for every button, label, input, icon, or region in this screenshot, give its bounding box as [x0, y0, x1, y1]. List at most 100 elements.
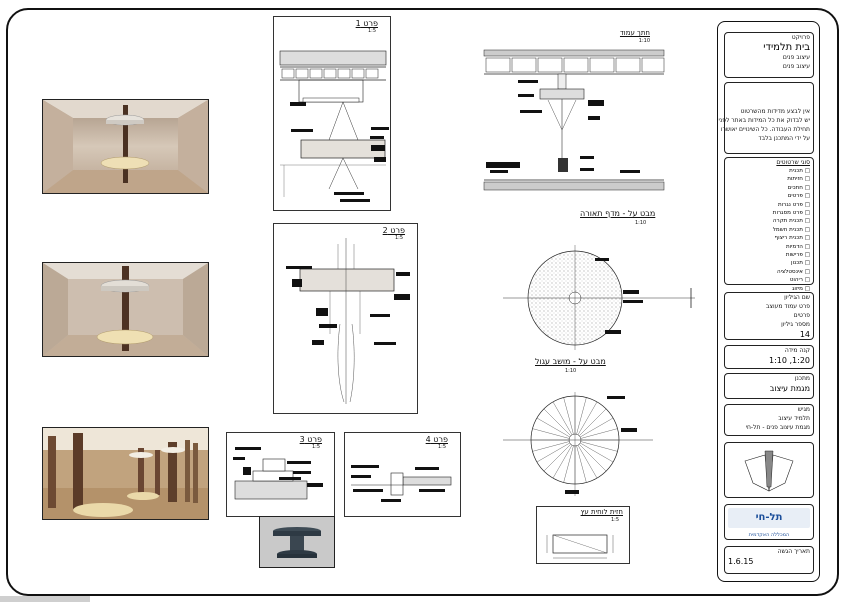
project-label: פרויקט — [791, 34, 810, 41]
scale-label: קנה מידה — [784, 347, 810, 354]
note-line: אין לבצע מדידות מהשרטוט — [740, 108, 811, 115]
designer-name: מגמת עיצוב — [769, 384, 810, 393]
date-label: תאריך הגשה — [777, 548, 810, 555]
drawing-list-item: □ פרישות — [785, 252, 810, 259]
logo-graphic-box — [724, 442, 814, 498]
designer-label: מתכנן — [794, 375, 810, 382]
detail-2-title: פרט 2 — [382, 226, 405, 235]
seat-plank-line — [532, 428, 576, 441]
wood-block-frame: חזית לוחית עץ 1:5 — [536, 506, 630, 564]
date-value: 1.6.15 — [728, 557, 754, 566]
sheet-label: שם הגיליון — [784, 294, 810, 301]
note-line: יש לבדוק את כל המידות באתר לפני — [718, 117, 810, 124]
detail-3-frame: פרט 3 1:5 — [226, 432, 335, 517]
project-box: פרויקט בית תלמידי עיצוב פנים עיצוב פנים — [724, 32, 814, 78]
render-view-1 — [42, 99, 209, 194]
drawing-list-item: □ אינסטלציה — [777, 268, 810, 275]
sheet-num-label: מספר גיליון — [781, 321, 810, 328]
sheet-box: שם הגיליון פרט עמוד מעוצב פרטים מספר גיל… — [724, 292, 814, 340]
scale-value: 1:10 ,1:20 — [768, 356, 810, 365]
seat-plank-line — [574, 401, 598, 441]
drawing-list-item: □ פרט נגרות — [777, 201, 810, 208]
connector-render — [259, 516, 335, 568]
plan-1-title: מבט על - מדף תאורה — [580, 209, 656, 218]
drawing-list-item: □ הדמיות — [785, 243, 810, 250]
drawing-list-box: סוגי שרטוטים □ תכנית□ חזיתות□ חתכים□ פרט… — [724, 157, 814, 309]
drawing-sheet-border — [6, 8, 839, 596]
section-title: חתך עמוד — [619, 29, 650, 37]
note-line: תחילת העבודה. כל השינויים יאושרו — [720, 126, 810, 133]
detail-1-frame: פרט 1 1:5 — [273, 16, 391, 211]
student-label: מגיש — [797, 406, 810, 413]
sheet-sub: פרטים — [793, 312, 810, 319]
seat-plank-line — [563, 439, 576, 483]
sheet-number: 14 — [799, 330, 810, 339]
designer-box: מתכנן מגמת עיצוב — [724, 373, 814, 399]
column-section: חתך עמוד 1:10 — [480, 30, 680, 210]
seat-plank-line — [574, 428, 618, 441]
seat-plank-line — [536, 417, 576, 441]
detail-3-title: פרט 3 — [299, 435, 322, 444]
seat-plank-line — [574, 439, 607, 472]
detail-1-scale: 1:5 — [367, 28, 376, 34]
drawing-list-item: □ ריהוט — [789, 277, 810, 284]
sheet-name: פרט עמוד מעוצב — [765, 303, 810, 310]
drawing-list-item: □ חזיתות — [787, 176, 810, 183]
seat-plank-line — [574, 417, 614, 441]
student-box: מגיש תלמיד עיצוב מגמת עיצוב פנים - תל-חי — [724, 404, 814, 436]
logo-subtitle: המכללה האקדמית — [748, 532, 790, 538]
render-view-2 — [42, 262, 209, 357]
seat-plank-line — [574, 397, 587, 441]
seat-plank-line — [543, 439, 576, 472]
project-name: בית תלמידי — [763, 42, 810, 53]
drawing-list-item: □ תכנון — [791, 260, 810, 267]
logo-text: תל-חי — [755, 512, 783, 523]
drawing-list-item: □ פרטים — [787, 193, 810, 200]
seat-plank-line — [563, 397, 576, 441]
render-view-3 — [42, 427, 209, 520]
school-line: מגמת עיצוב פנים - תל-חי — [745, 424, 810, 431]
block-scale: 1:5 — [610, 517, 619, 523]
student-name: תלמיד עיצוב — [778, 415, 810, 422]
drawing-list-item: □ פרט מסגרות — [772, 210, 810, 217]
drawing-list-item: □ חתכים — [787, 184, 810, 191]
date-box: תאריך הגשה 1.6.15 — [724, 546, 814, 574]
seat-plank-line — [543, 408, 576, 441]
seat-plank-line — [574, 439, 618, 452]
notes-box: אין לבצע מדידות מהשרטוט יש לבדוק את כל ה… — [718, 82, 814, 154]
detail-3-scale: 1:5 — [311, 444, 320, 450]
detail-1-title: פרט 1 — [355, 19, 378, 28]
scale-box: קנה מידה 1:10 ,1:20 — [724, 345, 814, 369]
drawing-list-item: □ תכנית ריצוף — [774, 235, 810, 242]
seat-plank-line — [574, 439, 587, 483]
school-logo-box: תל-חי המכללה האקדמית — [724, 504, 814, 540]
plan-2-title: מבט על - מושב עגול — [535, 357, 606, 366]
detail-2-scale: 1:5 — [394, 235, 403, 241]
note-line: על ידי המתכנן בלבד — [758, 135, 810, 142]
drawing-list-item: □ תכנית תקרה — [772, 218, 810, 225]
seat-plank-line — [536, 439, 576, 463]
seat-plank-line — [574, 439, 614, 463]
plan-2-scale: 1:10 — [565, 368, 577, 374]
block-title: חזית לוחית עץ — [580, 508, 623, 516]
detail-4-scale: 1:5 — [437, 444, 446, 450]
title-block: פרויקט בית תלמידי עיצוב פנים עיצוב פנים … — [717, 21, 820, 582]
section-scale: 1:10 — [638, 38, 650, 44]
drawing-list-item: □ תכנית — [789, 168, 810, 174]
project-sub: עיצוב פנים — [782, 54, 810, 61]
detail-4-frame: פרט 4 1:5 — [344, 432, 461, 517]
project-line-3: עיצוב פנים — [782, 63, 810, 70]
drawing-list-item: □ תכנית חשמל — [772, 226, 810, 233]
logo-graphic-icon — [744, 450, 794, 492]
seat-plank-line — [552, 401, 576, 441]
seat-plank-line — [574, 439, 598, 479]
drawing-list-item: □ מיזוג — [792, 285, 810, 292]
seat-plank-line — [552, 439, 576, 479]
detail-4-title: פרט 4 — [425, 435, 448, 444]
bottom-scroll-strip — [0, 596, 90, 602]
plan-view-seat: מבט על - מושב עגול 1:10 — [495, 358, 705, 498]
plan-1-scale: 1:10 — [635, 220, 647, 226]
detail-2-frame: פרט 2 1:5 — [273, 223, 418, 414]
drawing-list: □ תכנית □ חזיתות□ חתכים □ פרטים□ פרט נגרות… — [725, 167, 813, 310]
seat-plank-line — [574, 408, 607, 441]
